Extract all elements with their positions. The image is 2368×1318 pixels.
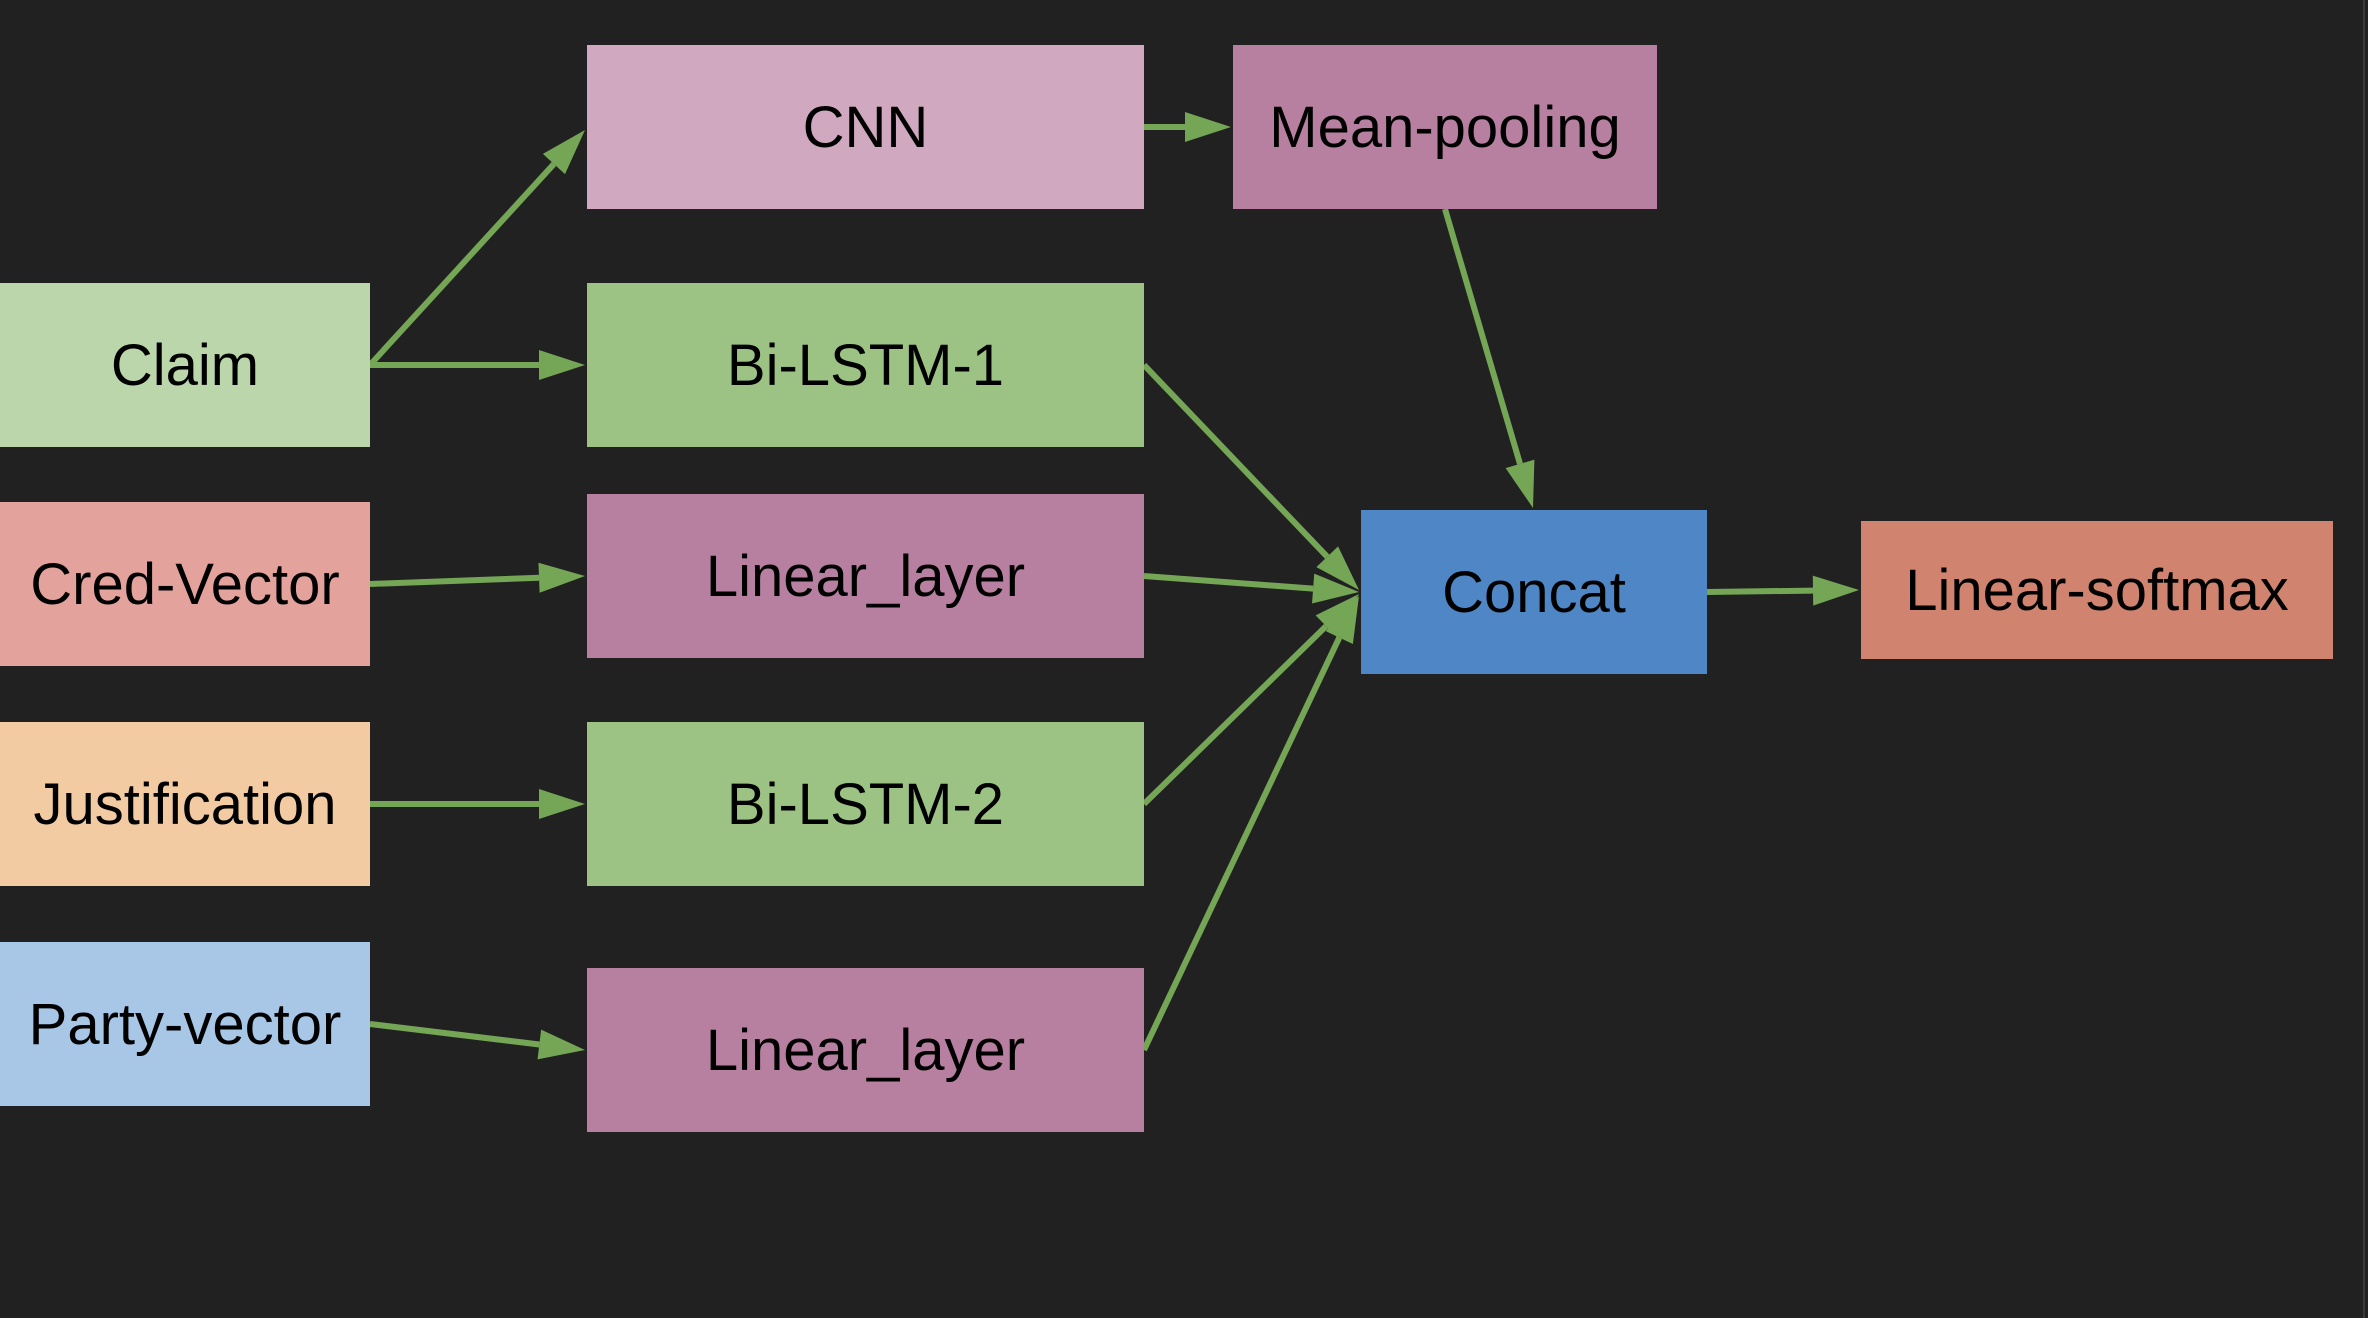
node-mean-pooling: Mean-pooling	[1233, 45, 1657, 209]
arrowhead-mean-pooling-to-concat	[1505, 459, 1535, 508]
edge-party-vector-to-linear-layer-2	[369, 1021, 540, 1048]
arrowhead-claim-to-cnn	[542, 130, 585, 175]
edge-claim-to-cnn	[367, 161, 557, 368]
edge-bilstm2-to-concat	[1141, 623, 1329, 807]
arrowhead-party-vector-to-linear-layer-2	[537, 1029, 585, 1060]
node-cnn-label: CNN	[802, 94, 929, 160]
arrowhead-justification-to-bilstm2	[539, 789, 585, 819]
edge-linear-layer-2-to-concat	[1141, 636, 1343, 1052]
node-bilstm-1: Bi-LSTM-1	[587, 283, 1144, 447]
arrowhead-claim-to-bilstm1	[539, 350, 585, 380]
edge-concat-to-linear-softmax	[1706, 587, 1814, 595]
node-claim-label: Claim	[110, 332, 260, 398]
node-linear-layer-1: Linear_layer	[587, 494, 1144, 658]
node-party-vector-label: Party-vector	[28, 991, 342, 1057]
arrowhead-bilstm2-to-concat	[1315, 594, 1359, 637]
node-linear-layer-2: Linear_layer	[587, 968, 1144, 1132]
node-concat: Concat	[1361, 510, 1707, 674]
node-justification: Justification	[0, 722, 370, 886]
edges-group	[367, 112, 1859, 1060]
edge-linear-layer-1-to-concat	[1143, 573, 1314, 592]
node-linear-layer-1-label: Linear_layer	[705, 543, 1026, 609]
node-linear-softmax-label: Linear-softmax	[1905, 557, 2289, 623]
node-party-vector: Party-vector	[0, 942, 370, 1106]
node-cred-vector: Cred-Vector	[0, 502, 370, 666]
arrowhead-linear-layer-2-to-concat	[1325, 596, 1359, 644]
node-bilstm-2: Bi-LSTM-2	[587, 722, 1144, 886]
node-linear-softmax: Linear-softmax	[1861, 521, 2333, 659]
edge-bilstm1-to-concat	[1141, 362, 1330, 559]
arrowhead-linear-layer-1-to-concat	[1312, 573, 1359, 604]
node-concat-label: Concat	[1442, 559, 1626, 625]
frame-right-edge	[2363, 0, 2365, 1318]
edge-cred-vector-to-linear-layer-1	[369, 574, 540, 587]
arrowhead-bilstm1-to-concat	[1316, 546, 1359, 590]
node-cred-vector-label: Cred-Vector	[30, 551, 340, 617]
edge-mean-pooling-to-concat	[1442, 208, 1523, 465]
node-justification-label: Justification	[33, 771, 337, 837]
node-bilstm-2-label: Bi-LSTM-2	[726, 771, 1005, 837]
node-bilstm-1-label: Bi-LSTM-1	[726, 332, 1005, 398]
node-mean-pooling-label: Mean-pooling	[1269, 94, 1621, 160]
node-cnn: CNN	[587, 45, 1144, 209]
node-linear-layer-2-label: Linear_layer	[705, 1017, 1026, 1083]
arrowhead-cnn-to-mean-pooling	[1185, 112, 1231, 142]
node-claim: Claim	[0, 283, 370, 447]
arrowhead-concat-to-linear-softmax	[1812, 575, 1859, 606]
arrowhead-cred-vector-to-linear-layer-1	[538, 562, 585, 593]
